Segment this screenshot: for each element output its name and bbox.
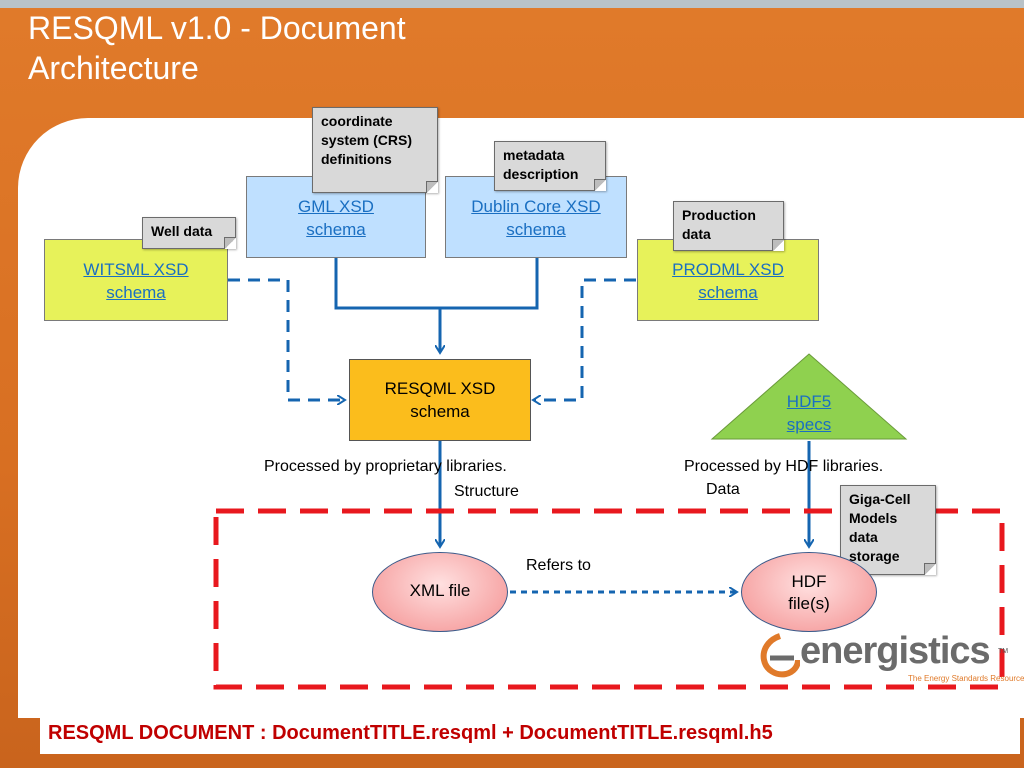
metadata-note-line-2: description — [503, 166, 579, 182]
resqml-xsd-box: RESQML XSD schema — [349, 359, 531, 441]
gml-connector — [334, 258, 440, 310]
logo-tagline: The Energy Standards Resource Centre — [908, 674, 1024, 683]
hdf-file-node: HDF file(s) — [741, 552, 877, 632]
logo-trademark: TM — [998, 648, 1009, 655]
prodml-xsd-box[interactable]: PRODML XSD schema — [637, 239, 819, 321]
gml-xsd-link[interactable]: GML XSD — [298, 197, 374, 216]
processed-proprietary-label: Processed by proprietary libraries. — [264, 458, 507, 475]
hdf5-triangle — [710, 353, 908, 440]
title-line-1: RESQML v1.0 - Document — [28, 10, 406, 46]
giga-cell-line-2: Models — [849, 510, 898, 526]
energistics-emblem-icon — [760, 633, 800, 678]
dublin-core-schema-link[interactable]: schema — [506, 220, 566, 239]
crs-note-line-3: definitions — [321, 151, 392, 167]
title-line-2: Architecture — [28, 50, 199, 86]
witsml-xsd-box[interactable]: WITSML XSD schema — [44, 239, 228, 321]
production-note-line-1: Production — [682, 207, 756, 223]
footer-document-label: RESQML DOCUMENT : DocumentTITLE.resqml +… — [48, 722, 773, 744]
production-data-note: Production data — [673, 201, 784, 251]
footer-bar — [40, 716, 1020, 754]
xml-file-node: XML file — [372, 552, 508, 632]
dublin-core-xsd-link[interactable]: Dublin Core XSD — [471, 197, 601, 216]
hdf-file-label-1: HDF — [791, 572, 827, 591]
well-data-note-text: Well data — [151, 223, 213, 239]
resqml-xsd-label: RESQML XSD — [384, 379, 496, 398]
giga-cell-line-1: Giga-Cell — [849, 491, 911, 507]
structure-label: Structure — [454, 483, 519, 500]
giga-cell-note: Giga-Cell Models data storage — [840, 485, 936, 575]
witsml-schema-link[interactable]: schema — [106, 283, 166, 302]
prodml-xsd-link[interactable]: PRODML XSD — [672, 260, 784, 279]
crs-note: coordinate system (CRS) definitions — [312, 107, 438, 193]
metadata-note-line-1: metadata — [503, 147, 565, 163]
crs-note-line-1: coordinate — [321, 113, 393, 129]
witsml-connector — [228, 278, 344, 400]
witsml-xsd-link[interactable]: WITSML XSD — [83, 260, 189, 279]
logo-wordmark: energistics — [800, 630, 991, 672]
giga-cell-line-4: storage — [849, 548, 900, 564]
hdf5-specs-label[interactable]: HDF5 specs — [759, 390, 859, 436]
top-strip — [0, 0, 1024, 8]
refers-to-label: Refers to — [526, 557, 591, 574]
data-label: Data — [706, 481, 740, 498]
giga-cell-line-3: data — [849, 529, 878, 545]
prodml-connector — [534, 278, 636, 400]
metadata-note: metadata description — [494, 141, 606, 191]
processed-hdf-label: Processed by HDF libraries. — [684, 458, 884, 475]
hdf-file-label-2: file(s) — [788, 594, 830, 613]
production-note-line-2: data — [682, 226, 711, 242]
gml-schema-link[interactable]: schema — [306, 220, 366, 239]
energistics-logo: energistics TM The Energy Standards Reso… — [760, 628, 1024, 688]
specs-link[interactable]: specs — [786, 415, 832, 434]
document-boundary — [213, 508, 1005, 690]
crs-note-line-2: system (CRS) — [321, 132, 413, 148]
well-data-note: Well data — [142, 217, 236, 249]
xml-file-label: XML file — [409, 581, 471, 600]
slide-title: RESQML v1.0 - Document Architecture — [28, 8, 406, 88]
resqml-schema-label: schema — [410, 402, 470, 421]
hdf5-link[interactable]: HDF5 — [786, 392, 832, 411]
dublin-connector — [440, 258, 539, 310]
prodml-schema-link[interactable]: schema — [698, 283, 758, 302]
